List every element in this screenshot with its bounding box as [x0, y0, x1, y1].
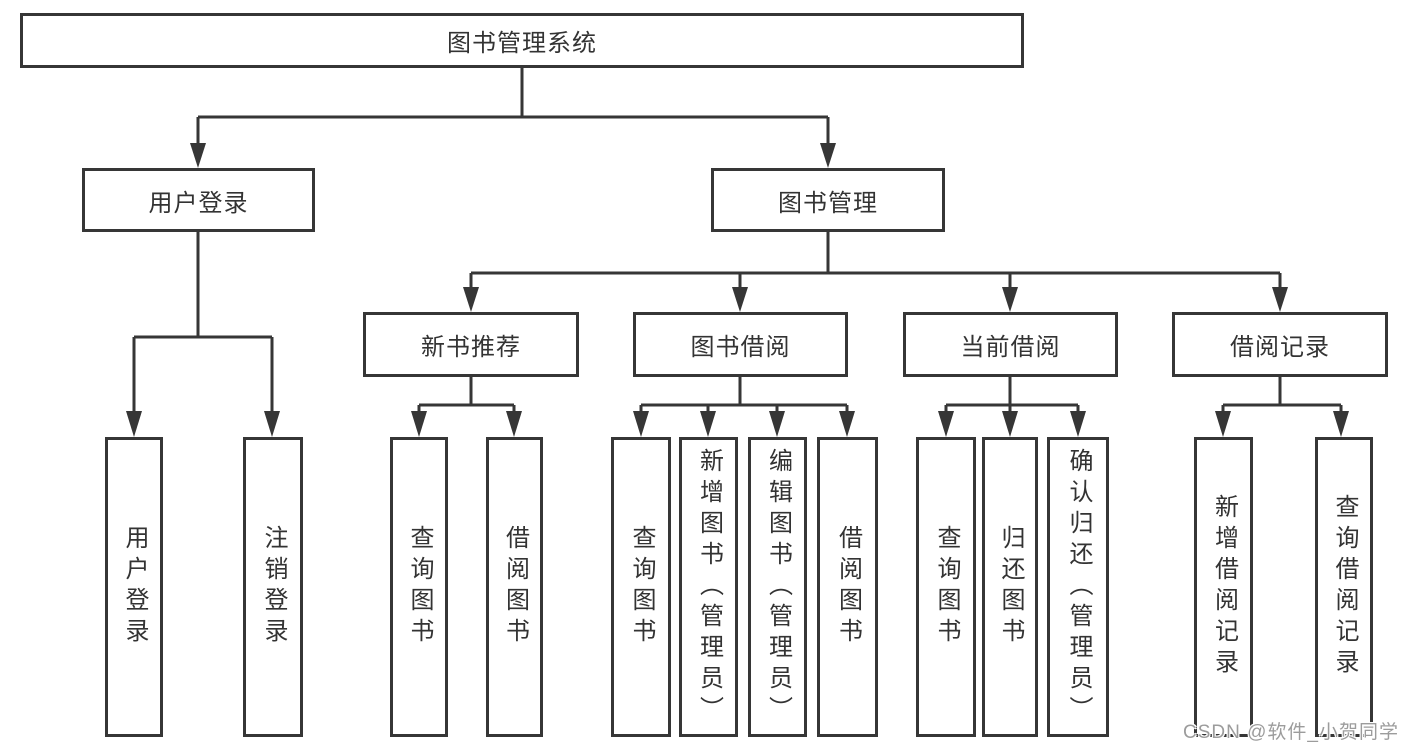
leaf-borrow-books: 借阅图书	[817, 437, 878, 737]
node-book-borrow: 图书借阅	[633, 312, 848, 377]
node-library-system: 图书管理系统	[20, 13, 1024, 68]
leaf-add-borrow-record-label: 新增借阅记录	[1210, 494, 1238, 680]
leaf-borrow-books-recommend-label: 借阅图书	[501, 525, 529, 649]
leaf-return-book: 归还图书	[982, 437, 1038, 737]
leaf-query-books-borrow: 查询图书	[611, 437, 671, 737]
node-new-book-recommend: 新书推荐	[363, 312, 579, 377]
leaf-edit-book-admin: 编辑图书（管理员）	[748, 437, 807, 737]
node-current-borrow: 当前借阅	[903, 312, 1118, 377]
node-book-management: 图书管理	[711, 168, 945, 232]
arrowhead-group	[126, 143, 1349, 437]
node-book-borrow-label: 图书借阅	[690, 334, 791, 361]
leaf-query-borrow-record: 查询借阅记录	[1315, 437, 1373, 737]
node-new-book-recommend-label: 新书推荐	[421, 334, 521, 361]
leaf-user-login-label: 用户登录	[121, 525, 148, 649]
leaf-add-borrow-record: 新增借阅记录	[1194, 437, 1253, 737]
leaf-query-books-borrow-label: 查询图书	[628, 525, 655, 649]
leaf-borrow-books-label: 借阅图书	[834, 525, 862, 649]
leaf-add-book-admin-label: 新增图书（管理员）	[695, 447, 723, 727]
leaf-return-book-label: 归还图书	[997, 525, 1024, 649]
leaf-query-books-current-label: 查询图书	[933, 525, 960, 649]
leaf-borrow-books-recommend: 借阅图书	[486, 437, 543, 737]
node-borrow-records: 借阅记录	[1172, 312, 1388, 377]
leaf-query-books-current: 查询图书	[916, 437, 976, 737]
leaf-confirm-return-admin-label: 确认归还（管理员）	[1065, 447, 1092, 727]
node-current-borrow-label: 当前借阅	[960, 334, 1061, 361]
leaf-user-login: 用户登录	[105, 437, 163, 737]
node-user-login-label: 用户登录	[148, 189, 249, 217]
node-book-management-label: 图书管理	[778, 189, 878, 217]
node-borrow-records-label: 借阅记录	[1230, 334, 1330, 361]
csdn-watermark: CSDN @软件_小贺同学	[1183, 722, 1399, 743]
leaf-add-book-admin: 新增图书（管理员）	[679, 437, 738, 737]
leaf-confirm-return-admin: 确认归还（管理员）	[1047, 437, 1109, 737]
leaf-logout: 注销登录	[243, 437, 303, 737]
leaf-query-books-recommend: 查询图书	[390, 437, 448, 737]
leaf-query-books-recommend-label: 查询图书	[406, 525, 433, 649]
leaf-edit-book-admin-label: 编辑图书（管理员）	[764, 447, 792, 727]
leaf-logout-label: 注销登录	[260, 525, 287, 649]
node-user-login: 用户登录	[82, 168, 315, 232]
node-library-system-label: 图书管理系统	[447, 30, 597, 57]
leaf-query-borrow-record-label: 查询借阅记录	[1331, 494, 1358, 680]
